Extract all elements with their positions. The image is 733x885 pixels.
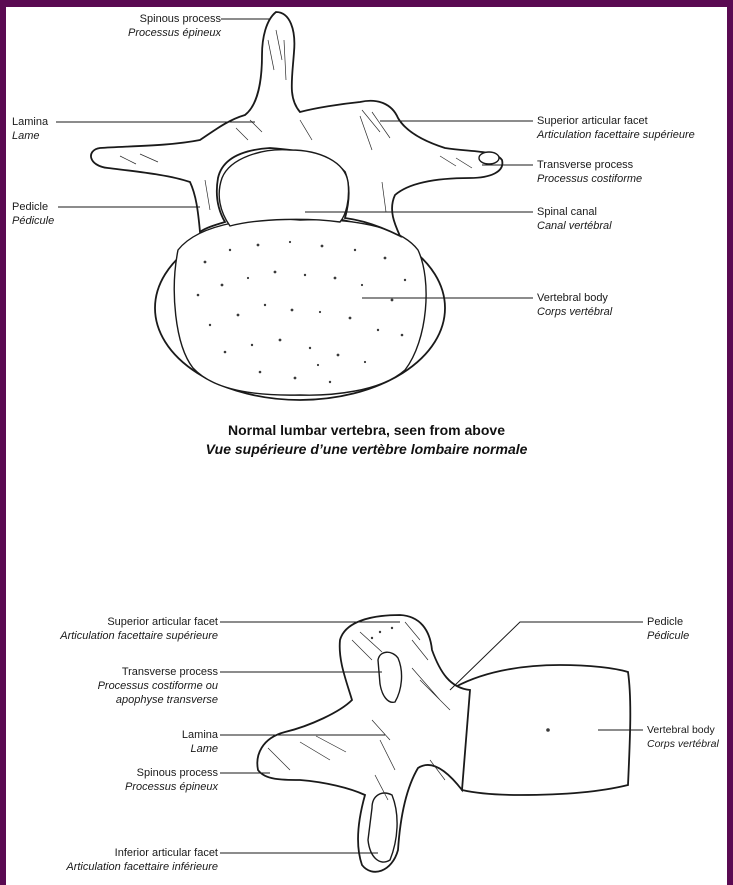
side-inferior-facet bbox=[367, 792, 398, 863]
caption-english: Normal lumbar vertebra, seen from above bbox=[228, 422, 505, 438]
cancellous-speckles bbox=[196, 240, 407, 384]
side-view-leaders bbox=[220, 621, 643, 854]
label-lamina-side: Lamina Lame bbox=[181, 729, 218, 755]
label-superior-articular-facet-top: Superior articular facet Articulation fa… bbox=[537, 115, 695, 141]
side-hatching bbox=[267, 621, 451, 801]
label-vertebral-body-side: Vertebral body Corps vertébral bbox=[647, 724, 719, 750]
label-lamina-top: Lamina Lame bbox=[12, 116, 49, 142]
side-transverse-process bbox=[377, 651, 403, 703]
vertebral-body-inner bbox=[173, 218, 427, 396]
side-neural-arch bbox=[256, 614, 471, 873]
label-transverse-process-side: Transverse process Processus costiforme … bbox=[97, 666, 218, 706]
caption-french: Vue supérieure d’une vertèbre lombaire n… bbox=[205, 441, 528, 457]
label-transverse-process-top: Transverse process Processus costiforme bbox=[537, 159, 643, 185]
transverse-process-tip bbox=[478, 151, 500, 165]
label-superior-articular-facet-side: Superior articular facet Articulation fa… bbox=[60, 616, 218, 642]
label-spinal-canal-top: Spinal canal Canal vertébral bbox=[537, 206, 612, 232]
label-spinous-process-side: Spinous process Processus épineux bbox=[125, 767, 218, 793]
label-vertebral-body-top: Vertebral body Corps vertébral bbox=[537, 292, 613, 318]
top-view-caption: Normal lumbar vertebra, seen from above … bbox=[0, 421, 733, 459]
label-inferior-articular-facet-side: Inferior articular facet Articulation fa… bbox=[66, 847, 218, 873]
label-pedicle-side: Pedicle Pédicule bbox=[647, 616, 690, 642]
side-view-vertebra bbox=[256, 614, 632, 873]
top-view-leaders bbox=[56, 18, 533, 299]
arch-hatching bbox=[119, 29, 473, 213]
label-spinous-process-top: Spinous process Processus épineux bbox=[128, 13, 221, 39]
top-view-vertebra bbox=[90, 11, 504, 401]
label-pedicle-top: Pedicle Pédicule bbox=[12, 201, 55, 227]
spinal-canal-shape bbox=[218, 149, 350, 227]
